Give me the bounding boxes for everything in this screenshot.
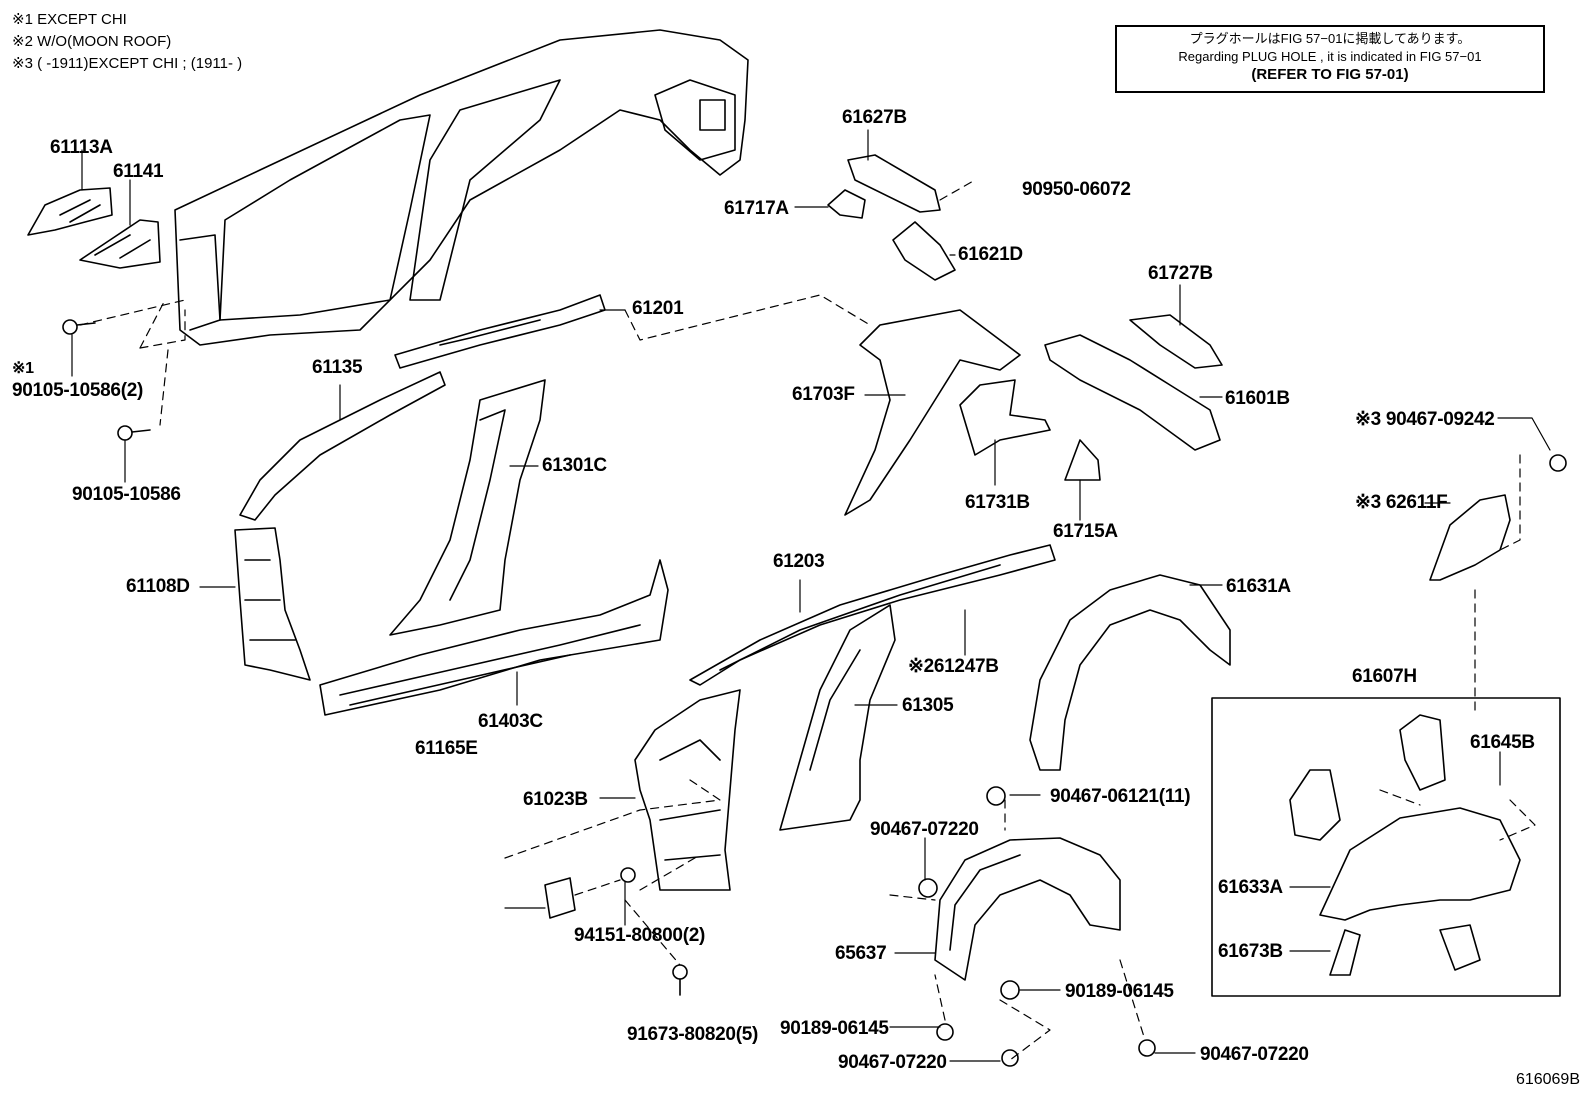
part-label[interactable]: 65637 — [835, 943, 887, 964]
part-label[interactable]: 61108D — [126, 576, 190, 597]
legend-reference: (REFER TO FIG 57-01) — [1251, 66, 1409, 83]
part-label[interactable]: 61631A — [1226, 576, 1291, 597]
part-label[interactable]: 90950-06072 — [1022, 179, 1131, 200]
part-label[interactable]: 61673B — [1218, 941, 1283, 962]
panel-62611f — [1429, 454, 1567, 581]
part-label[interactable]: 61165E — [415, 738, 478, 759]
fender-liner-65637 — [934, 837, 1121, 981]
part-label[interactable]: 90189-06145 — [1065, 981, 1174, 1002]
bracket-61141 — [79, 219, 161, 269]
part-label[interactable]: 90105-10586 — [72, 484, 181, 505]
rocker-61403c — [319, 559, 669, 716]
bracket-61715a — [1064, 439, 1101, 481]
panel-61627b — [847, 154, 941, 213]
part-label[interactable]: 90467-07220 — [870, 819, 979, 840]
plug-hole-legend: プラグホールはFIG 57−01に掲載してあります。 Regarding PLU… — [1115, 25, 1545, 93]
pillar-lower-61023b — [634, 689, 741, 891]
part-label[interactable]: 61301C — [542, 455, 607, 476]
panel-61703f — [844, 309, 1021, 516]
part-label[interactable]: 61715A — [1053, 521, 1118, 542]
legend-english: Regarding PLUG HOLE , it is indicated in… — [1178, 49, 1482, 64]
part-label[interactable]: 61627B — [842, 107, 907, 128]
body-side-outer-part — [174, 29, 749, 346]
pillar-61108d — [234, 527, 311, 681]
part-label[interactable]: 61621D — [958, 244, 1023, 265]
panel-61727b — [1129, 314, 1223, 369]
pillar-61135 — [239, 371, 446, 521]
panel-61731b — [959, 379, 1051, 456]
legend-japanese: プラグホールはFIG 57−01に掲載してあります。 — [1189, 31, 1471, 46]
part-label[interactable]: 61203 — [773, 551, 825, 572]
bracket-61113a — [27, 187, 113, 236]
leader-lines — [71, 129, 1551, 1062]
part-label[interactable]: 61645B — [1470, 732, 1535, 753]
part-label[interactable]: 90105-10586(2) — [12, 380, 144, 401]
wheel-arch-61631a — [1029, 574, 1231, 771]
part-label[interactable]: 61023B — [523, 789, 588, 810]
dashed-connectors — [79, 179, 1536, 1061]
center-pillar-61301c — [389, 379, 546, 636]
part-label[interactable]: 61113A — [50, 137, 113, 158]
note-1: ※1 EXCEPT CHI — [12, 11, 127, 28]
part-label[interactable]: 61141 — [113, 161, 164, 182]
roof-rail-61203 — [689, 544, 1056, 686]
panel-61601b — [1044, 334, 1221, 451]
note-3: ※3 ( -1911)EXCEPT CHI ; (1911- ) — [12, 55, 243, 72]
bracket-61717a — [827, 189, 866, 219]
part-label[interactable]: 90189-06145 — [780, 1018, 889, 1039]
part-label[interactable]: 61703F — [792, 384, 855, 405]
quarter-pillar-61305 — [779, 604, 896, 831]
part-label[interactable]: 61305 — [902, 695, 954, 716]
part-label[interactable]: 61633A — [1218, 877, 1283, 898]
roof-rail-61201 — [394, 294, 606, 369]
figure-number: 616069B — [1515, 1071, 1580, 1088]
part-label[interactable]: 90467-07220 — [1200, 1044, 1309, 1065]
part-label[interactable]: 61727B — [1148, 263, 1213, 284]
part-label[interactable]: ※3 62611F — [1355, 492, 1448, 513]
part-label[interactable]: 90467-06121(11) — [1050, 786, 1191, 807]
panel-61621d — [892, 221, 956, 281]
part-label[interactable]: 61135 — [312, 357, 363, 378]
part-label[interactable]: 90467-07220 — [838, 1052, 947, 1073]
note-marker: ※1 — [12, 360, 34, 377]
note-2: ※2 W/O(MOON ROOF) — [12, 33, 172, 50]
part-label[interactable]: 61601B — [1225, 388, 1290, 409]
part-label[interactable]: ※261247B — [908, 656, 999, 677]
part-label[interactable]: 91673-80820(5) — [627, 1024, 759, 1045]
part-label[interactable]: 61607H — [1352, 666, 1417, 687]
part-label[interactable]: 61731B — [965, 492, 1030, 513]
part-label[interactable]: ※3 90467-09242 — [1355, 409, 1495, 430]
part-label[interactable]: 61201 — [632, 298, 684, 319]
part-label[interactable]: 61403C — [478, 711, 543, 732]
assembly-61607h-inset — [1211, 697, 1561, 997]
clips-bottom — [918, 786, 1156, 1067]
part-label[interactable]: 61717A — [724, 198, 789, 219]
part-label[interactable]: 94151-80800(2) — [574, 925, 706, 946]
